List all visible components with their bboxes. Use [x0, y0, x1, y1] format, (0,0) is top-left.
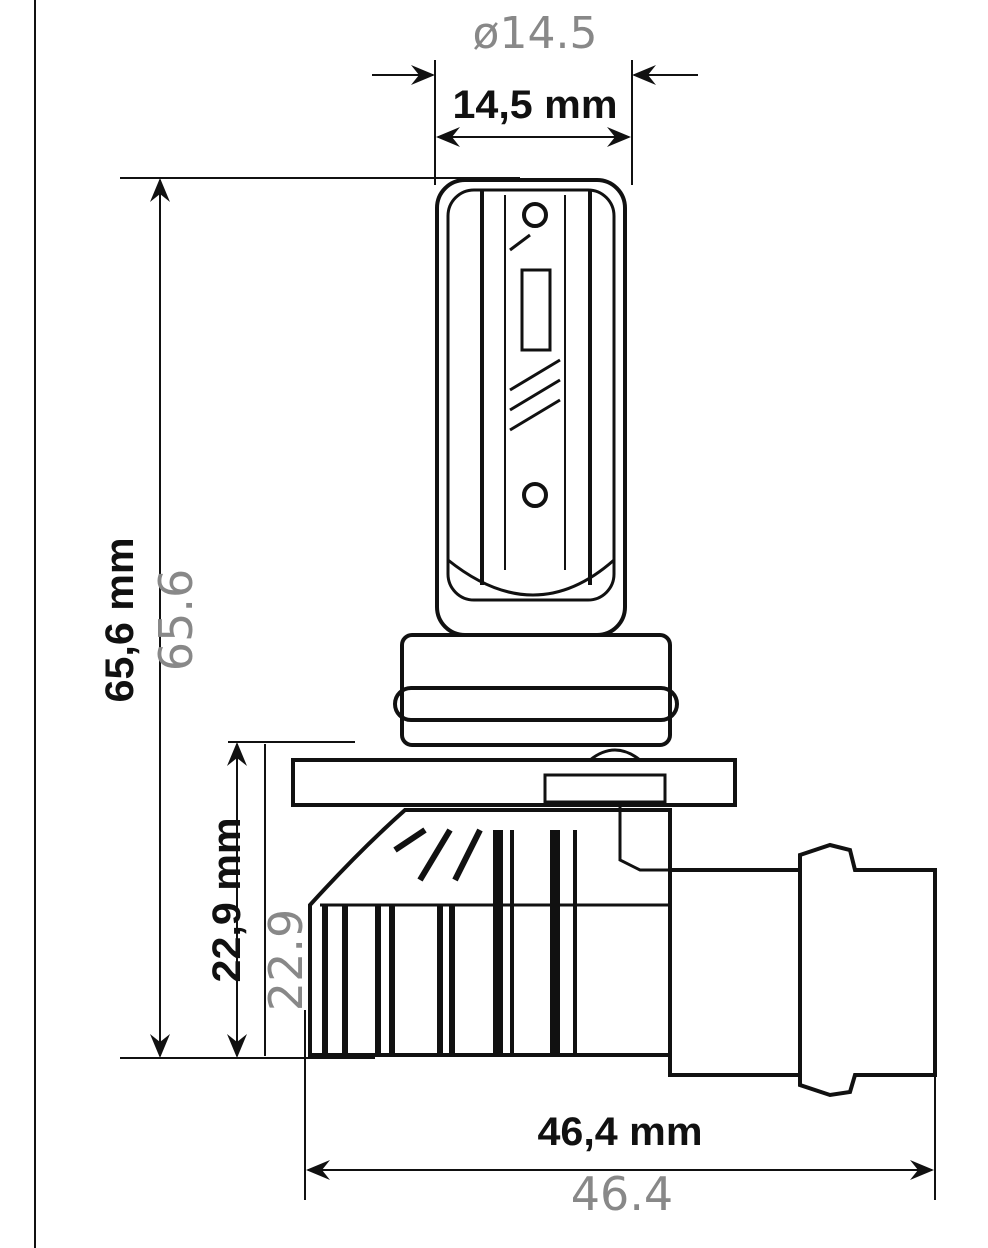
diameter-label: 14,5 mm [453, 83, 618, 127]
total-width-label: 46,4 mm [538, 1110, 703, 1154]
total-width-drawing-label: 46.4 [571, 1167, 673, 1221]
total-width-dimension: 46.4 46,4 mm [304, 1010, 936, 1221]
led-chip [520, 268, 552, 352]
chip-screw-bottom [522, 482, 548, 508]
diameter-dimension: ø14.5 14,5 mm [372, 8, 698, 185]
led-head [435, 178, 627, 637]
connector-plug [798, 842, 937, 1098]
diameter-drawing-label: ø14.5 [473, 8, 598, 59]
bulb-drawing [291, 178, 937, 1098]
chip-screw-top [522, 202, 548, 228]
base-height-dimension: 22.9 22,9 mm [205, 741, 355, 1058]
base-height-label: 22,9 mm [205, 818, 249, 983]
total-height-dimension: 65.6 65,6 mm [98, 177, 520, 1059]
total-height-drawing-label: 65.6 [149, 569, 203, 671]
total-height-label: 65,6 mm [98, 538, 142, 703]
base-height-drawing-label: 22.9 [259, 909, 313, 1011]
connector-body [668, 868, 802, 1077]
flange [291, 758, 737, 807]
heatsink [308, 808, 672, 1057]
